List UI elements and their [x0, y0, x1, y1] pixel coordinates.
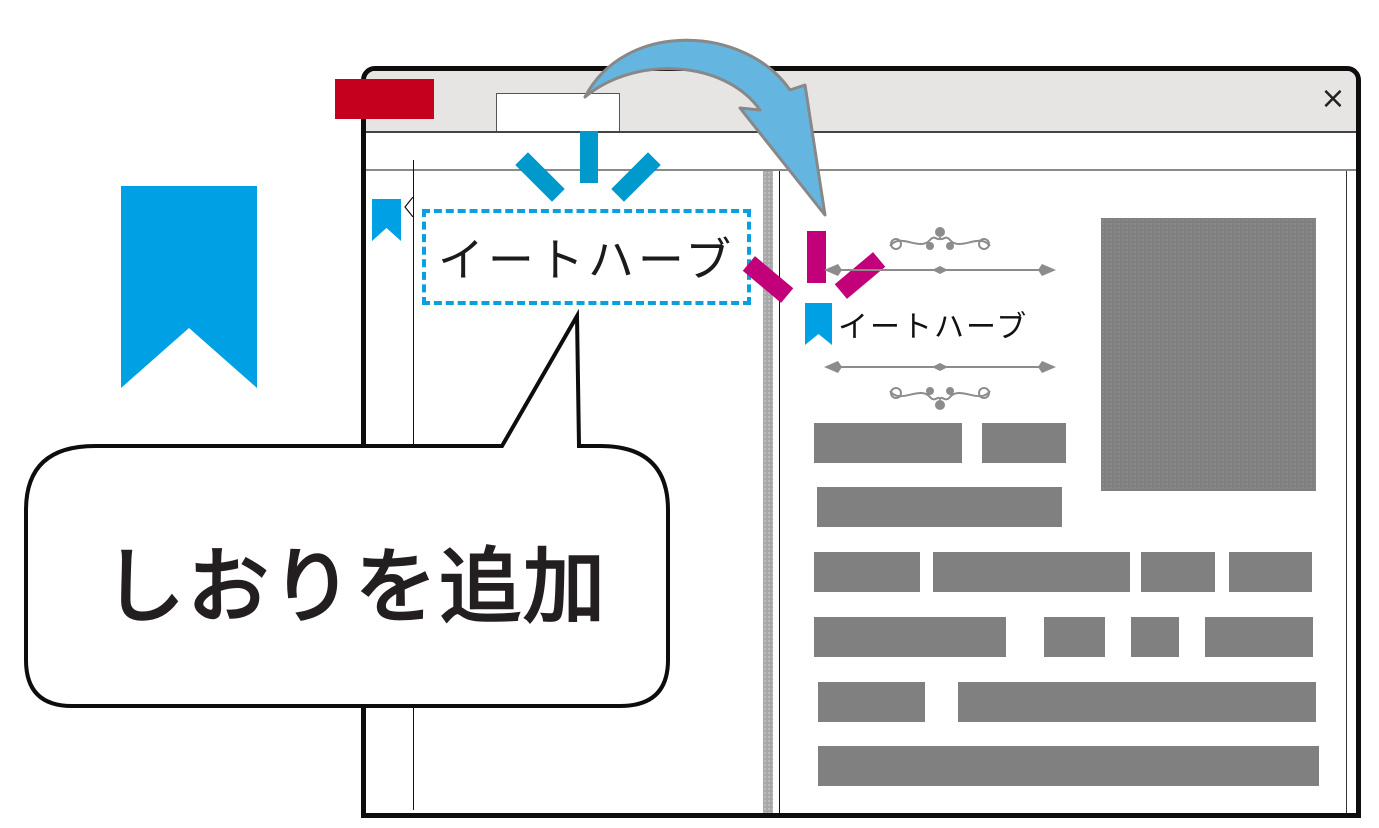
bookmark-icon-document	[805, 303, 832, 345]
text-line-placeholder	[958, 682, 1316, 722]
document-pane-border	[779, 171, 780, 813]
sidebar-notch	[404, 197, 414, 217]
document-heading: イートハーブ	[805, 302, 1028, 346]
selected-text-region[interactable]: イートハーブ	[422, 209, 751, 305]
document-image-placeholder	[1101, 218, 1316, 491]
text-line-placeholder	[982, 423, 1066, 463]
text-line-placeholder	[817, 487, 1062, 527]
ornament-bottom	[824, 361, 1056, 410]
text-line-placeholder	[1131, 617, 1179, 657]
bookmark-tab[interactable]	[496, 93, 620, 131]
text-line-placeholder	[1141, 552, 1215, 592]
pane-splitter[interactable]	[763, 171, 773, 813]
text-line-placeholder	[1044, 617, 1105, 657]
text-line-placeholder	[814, 617, 1006, 657]
emphasis-mark-magenta	[807, 231, 826, 283]
document-heading-text: イートハーブ	[838, 310, 1029, 345]
text-line-placeholder	[814, 423, 962, 463]
emphasis-mark	[580, 131, 598, 183]
bookmark-icon-sidebar[interactable]	[372, 199, 401, 241]
text-line-placeholder	[818, 746, 1319, 786]
text-line-placeholder	[818, 682, 925, 722]
text-line-placeholder	[1205, 617, 1313, 657]
selected-text: イートハーブ	[437, 233, 736, 287]
document-pane-edge	[1346, 171, 1347, 813]
text-line-placeholder	[1229, 552, 1312, 592]
ornament-top	[824, 227, 1056, 276]
app-accent-badge	[335, 79, 434, 119]
toolbar-divider	[366, 169, 1356, 171]
close-icon[interactable]: ×	[1320, 81, 1346, 116]
curved-arrow-icon	[583, 38, 827, 217]
text-line-placeholder	[814, 552, 920, 592]
bookmark-icon-large	[121, 186, 257, 388]
callout-label: しおりを追加	[102, 540, 607, 635]
text-line-placeholder	[933, 552, 1130, 592]
